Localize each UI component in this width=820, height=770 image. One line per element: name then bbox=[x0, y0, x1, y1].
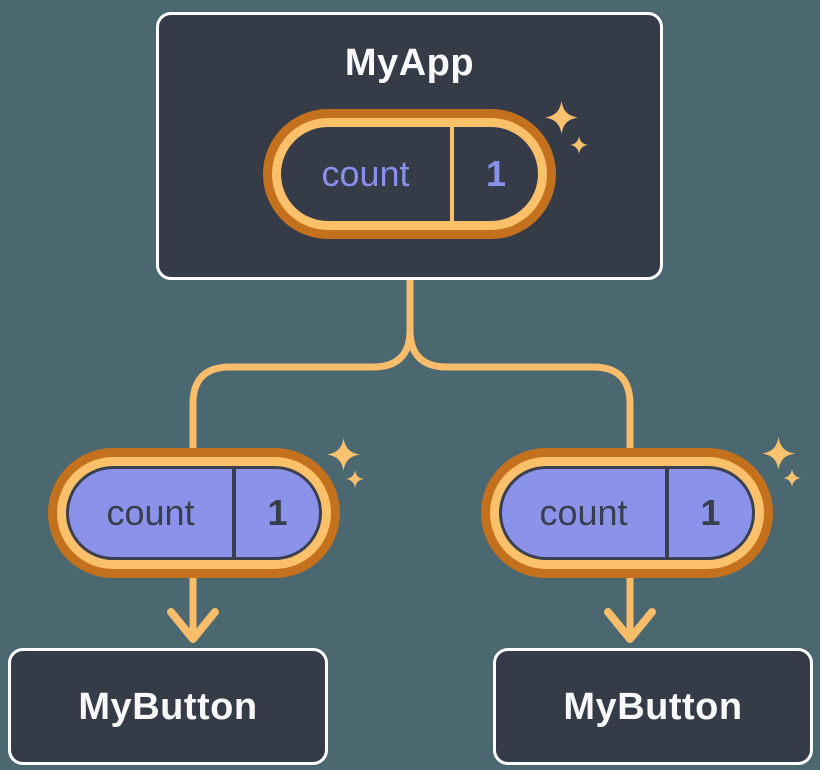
sparkle-icon bbox=[346, 470, 364, 488]
root-state-divider bbox=[450, 127, 454, 221]
mybutton-right-title: MyButton bbox=[563, 685, 743, 728]
left-state-value: 1 bbox=[267, 492, 288, 533]
right-state-divider bbox=[665, 469, 669, 557]
root-state-label: count bbox=[321, 153, 410, 194]
connector-right-branch bbox=[406, 276, 634, 634]
left-state-pill-body: count 1 bbox=[66, 466, 322, 560]
mybutton-left-title: MyButton bbox=[78, 685, 258, 728]
left-state-pill-ring: count 1 bbox=[57, 457, 331, 569]
left-state-pill: count 1 bbox=[48, 448, 340, 578]
root-state-pill-body: count 1 bbox=[281, 127, 538, 221]
sparkle-icon bbox=[327, 438, 360, 471]
sparkle-icon bbox=[783, 469, 801, 487]
right-state-value: 1 bbox=[700, 492, 721, 533]
left-state-divider bbox=[232, 469, 236, 557]
sparkle-icon bbox=[762, 437, 795, 470]
sparkle-icon bbox=[570, 136, 588, 154]
root-state-pill: count 1 bbox=[263, 109, 556, 239]
left-state-label: count bbox=[106, 492, 195, 533]
right-state-label: count bbox=[539, 492, 628, 533]
sparkle-icon bbox=[545, 101, 578, 134]
mybutton-node-left: MyButton bbox=[8, 648, 328, 765]
mybutton-node-right: MyButton bbox=[493, 648, 813, 765]
root-state-pill-ring: count 1 bbox=[272, 118, 547, 230]
arrowhead-down-left-icon bbox=[167, 608, 219, 643]
right-state-pill-body: count 1 bbox=[499, 466, 755, 560]
arrowhead-down-right-icon bbox=[604, 608, 656, 643]
right-state-pill: count 1 bbox=[481, 448, 773, 578]
right-state-pill-ring: count 1 bbox=[490, 457, 764, 569]
root-state-value: 1 bbox=[485, 153, 507, 194]
connector-left-branch bbox=[189, 276, 414, 634]
myapp-title: MyApp bbox=[344, 42, 475, 84]
myapp-node: MyApp count 1 bbox=[156, 12, 663, 280]
